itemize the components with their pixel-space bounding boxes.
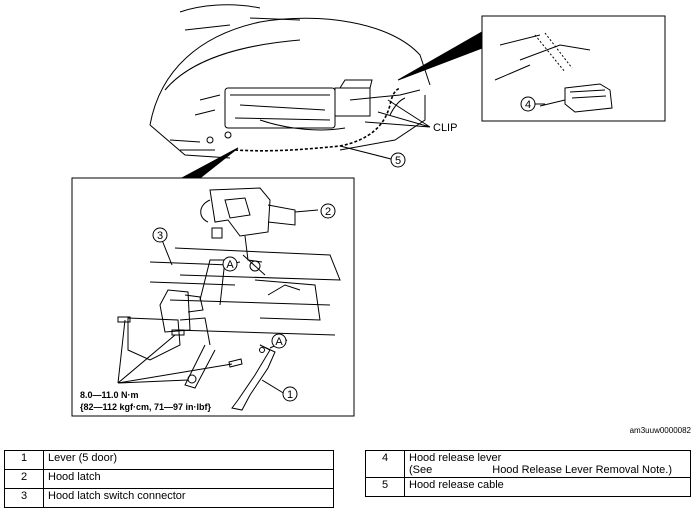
legend-number: 3 [4, 488, 44, 508]
callout-2: 2 [325, 206, 331, 218]
legend-number: 4 [365, 450, 405, 478]
note-prefix: (See [409, 464, 433, 476]
legend-row: 4 Hood release lever (See Hood Release Le… [365, 450, 691, 478]
legend-label: Hood latch switch connector [43, 488, 334, 508]
hood-release-cable [234, 87, 401, 152]
hood-latch-inset [71, 177, 355, 417]
legend-row: 1 Lever (5 door) [4, 450, 334, 470]
lever-part [231, 344, 276, 411]
legend-label: Hood release cable [404, 477, 691, 497]
engine-bay-overview [149, 4, 431, 159]
callout-5: 5 [395, 155, 401, 167]
clip-label: CLIP [433, 122, 457, 134]
legend-row: 5 Hood release cable [365, 477, 691, 497]
legend-label: Hood release lever (See Hood Release Leve… [404, 450, 691, 478]
hood-release-lever-inset [481, 15, 666, 122]
callout-a-upper: A [226, 259, 234, 271]
legend-row: 2 Hood latch [4, 469, 334, 489]
legend-row: 3 Hood latch switch connector [4, 488, 334, 508]
callout-3: 3 [157, 230, 163, 242]
legend-label: Lever (5 door) [43, 450, 334, 470]
removal-note: (See Hood Release Lever Removal Note.) [409, 464, 686, 476]
hood-latch-diagram: 4 5 2 3 A A 1 CLIP 8.0—11.0 N·m {82—112 … [71, 4, 666, 417]
legend-label: Hood latch [43, 469, 334, 489]
removal-note-link[interactable]: Hood Release Lever Removal Note.) [492, 464, 673, 476]
torque-spec-nm: 8.0—11.0 N·m [80, 390, 139, 400]
legend-label-text: Hood release lever [409, 452, 502, 464]
callout-1: 1 [287, 389, 293, 401]
parts-legend-left: 1 Lever (5 door) 2 Hood latch 3 Hood lat… [4, 450, 334, 508]
callout-a-lower: A [275, 336, 283, 348]
legend-number: 5 [365, 477, 405, 497]
legend-number: 1 [4, 450, 44, 470]
legend-number: 2 [4, 469, 44, 489]
parts-legend-right: 4 Hood release lever (See Hood Release Le… [365, 450, 691, 497]
torque-spec-imperial: {82—112 kgf·cm, 71—97 in·lbf} [80, 402, 212, 412]
callout-4: 4 [525, 99, 531, 111]
figure-id: am3uuw0000082 [629, 426, 691, 435]
